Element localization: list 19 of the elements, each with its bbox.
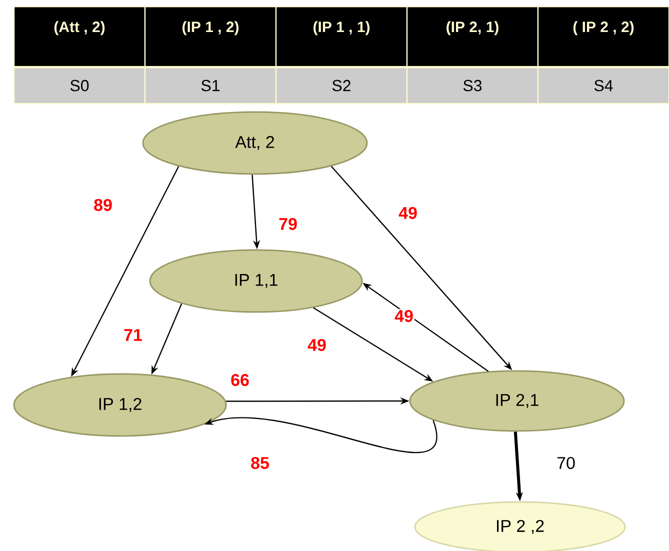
edge-label: 71 [122,328,144,342]
edge-label: 49 [398,206,418,220]
table-cell: S2 [275,67,408,104]
edge-label: 85 [250,456,270,470]
table-cell: S3 [406,67,539,104]
table-header-cell: (Att , 2) [13,6,146,68]
table-cell: S4 [537,67,669,104]
edge-label: 79 [278,216,298,231]
table-cell: S1 [144,67,277,104]
edge-label: 70 [556,456,576,470]
edge-label: 49 [306,338,328,352]
table-header-cell: (IP 2, 1) [406,6,539,68]
edge-label: 66 [230,372,250,387]
table-header-cell: (IP 1 , 1) [275,6,408,68]
table-header-cell: ( IP 2 , 2) [537,6,669,68]
edge-label: 49 [394,308,414,323]
table-header-cell: (IP 1 , 2) [144,6,277,68]
edge-label: 89 [92,198,114,212]
table-cell: S0 [13,67,146,104]
